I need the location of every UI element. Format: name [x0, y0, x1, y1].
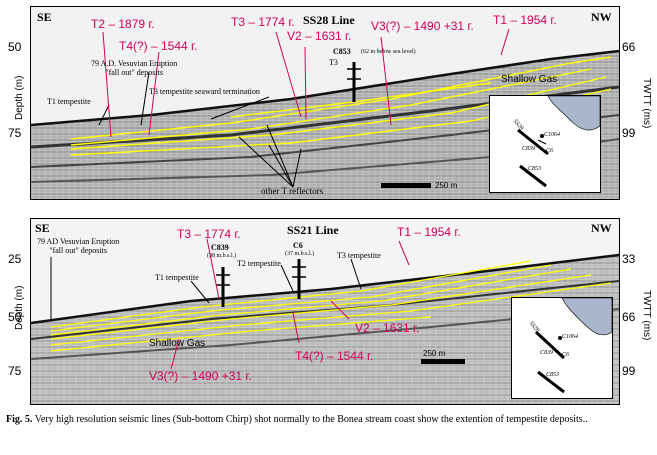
core-c6-note: (37 m.b.s.l.): [285, 251, 315, 257]
t1-tempestite-annotation: T1 tempestite: [47, 97, 91, 106]
annotation-arrows: [50, 257, 362, 321]
core-c853-label: C853: [333, 47, 351, 56]
caption-label: Fig. 5.: [6, 414, 33, 425]
line-title: SS28 Line: [303, 13, 355, 27]
red-pointers: [102, 28, 510, 138]
core-c6-label: C6: [293, 241, 303, 250]
label-t1: T1 – 1954 г.: [397, 225, 461, 239]
label-v3: V3(?) – 1490 +31 г.: [371, 19, 474, 33]
core-c839-note: (38 m.b.s.l.): [207, 253, 237, 259]
label-t1: T1 – 1954 г.: [493, 13, 557, 27]
other-t-reflectors-label: other T reflectors: [261, 186, 324, 196]
p1-right-axis-title: TWTT (ms): [641, 78, 652, 129]
inset-c1064: C1064: [562, 334, 579, 340]
vesuvian-annotation: 79 A.D. Vesuvian Eruption "fall out" dep…: [91, 59, 178, 77]
p2-right-tick-99: 99: [622, 364, 636, 378]
p2-right-axis-title: TWTT (ms): [641, 290, 652, 341]
label-t3: T3 – 1774 г.: [231, 15, 295, 29]
core-c853-marker: [347, 62, 361, 102]
inset-c6: C6: [562, 352, 570, 358]
core-c839-label: C839: [211, 243, 229, 252]
t3-seaward-annotation: T3 tempestite seaward termination: [149, 87, 260, 96]
inset-c6: C6: [546, 148, 554, 154]
seismic-panel-ss21: SE NW SS21 Line 79 AD Vesuvian Eruption …: [30, 218, 620, 405]
corner-label-nw: NW: [591, 221, 612, 235]
seismic-panel-ss28: SE NW SS28 Line 79 A.D. Vesuvian Eruptio…: [30, 6, 620, 200]
label-v3: V3(?) – 1490 +31 г.: [149, 369, 252, 383]
t3-annotation: T3: [329, 58, 338, 67]
label-t4: T4(?) – 1544 г.: [119, 39, 198, 53]
inset-c839: C839: [522, 146, 536, 152]
label-v2: V2 – 1631 г.: [287, 29, 352, 43]
label-t3: T3 – 1774 г.: [177, 227, 241, 241]
red-pointers: [170, 238, 410, 370]
t1-tempestite-annotation: T1 tempestite: [155, 273, 199, 282]
corner-label-se: SE: [35, 221, 50, 235]
p1-left-tick-75: 75: [8, 126, 22, 140]
inset-c839: C839: [540, 350, 554, 356]
p2-left-axis-title: Depth (m): [14, 285, 25, 330]
label-v2: V2 – 1631 г.: [355, 321, 420, 335]
corner-label-nw: NW: [591, 10, 612, 24]
p2-right-tick-66: 66: [622, 310, 636, 324]
scale-bar-label: 250 m: [435, 181, 458, 190]
location-inset-map: C1064 SS28 C839 C6 C853: [489, 95, 601, 193]
label-t2: T2 – 1879 г.: [91, 17, 155, 31]
core-c839-marker: [216, 267, 230, 307]
corner-label-se: SE: [37, 10, 52, 24]
p2-left-tick-75: 75: [8, 364, 22, 378]
label-t4: T4(?) – 1544 г.: [295, 349, 374, 363]
seismic-profile-ss21: [31, 219, 619, 404]
tempestite-horizons: [50, 260, 612, 352]
shallow-gas-label: Shallow Gas: [501, 74, 558, 85]
core-c6-marker: [292, 259, 306, 299]
p2-left-tick-25: 25: [8, 252, 22, 266]
reflector-band: [31, 280, 619, 340]
t3-tempestite-annotation: T3 tempestite: [337, 251, 381, 260]
vesuvian-annotation: 79 AD Vesuvian Eruption "fall out" depos…: [37, 237, 120, 255]
p1-right-tick-99: 99: [622, 126, 636, 140]
scale-bar: [421, 359, 465, 364]
p2-right-tick-33: 33: [622, 252, 636, 266]
t2-tempestite-annotation: T2 tempestite: [237, 259, 281, 268]
figure-caption: Fig. 5. Very high resolution seismic lin…: [6, 413, 646, 427]
scale-bar: [381, 183, 431, 188]
caption-text: Very high resolution seismic lines (Sub-…: [34, 414, 588, 425]
annotation-arrows: [98, 71, 302, 188]
core-c853-note: (62 m below sea level): [361, 49, 416, 55]
p1-left-axis-title: Depth (m): [14, 75, 25, 120]
inset-c853: C853: [546, 372, 560, 378]
sea-floor-reflector: [31, 49, 619, 127]
p1-left-tick-50: 50: [8, 40, 22, 54]
sea-floor-reflector: [31, 253, 619, 325]
inset-c1064: C1064: [544, 132, 561, 138]
shallow-gas-label: Shallow Gas: [149, 338, 206, 349]
p2-left-tick-50: 50: [8, 310, 22, 324]
location-inset-map: C1064 SS28 C839 C6 C853: [511, 297, 613, 399]
p1-right-tick-66: 66: [622, 40, 636, 54]
inset-c853: C853: [528, 166, 542, 172]
line-title: SS21 Line: [287, 223, 339, 237]
scale-bar-label: 250 m: [423, 349, 446, 358]
